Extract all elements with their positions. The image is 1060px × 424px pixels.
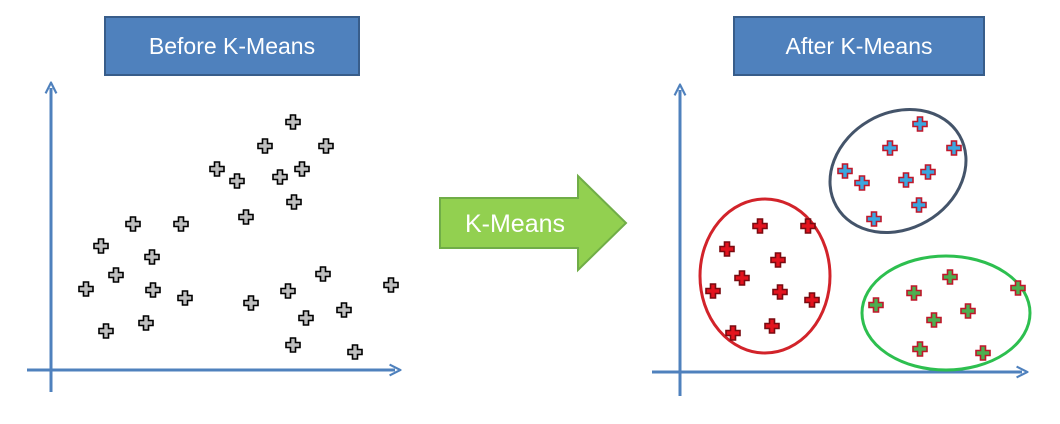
plus-marker-icon-red-9 (725, 325, 741, 341)
plus-marker-icon-blue-3 (946, 140, 962, 156)
plus-marker-icon-blue-1 (912, 116, 928, 132)
plus-marker-icon-gray-7 (294, 161, 310, 177)
cluster-red-ellipse (698, 197, 832, 355)
plus-marker-icon-gray-20 (243, 295, 259, 311)
plus-marker-icon-red-3 (719, 241, 735, 257)
plus-marker-icon-gray-2 (257, 138, 273, 154)
plus-marker-icon-gray-8 (286, 194, 302, 210)
plus-marker-icon-red-2 (800, 218, 816, 234)
plus-marker-icon-gray-13 (144, 249, 160, 265)
plus-marker-icon-red-4 (770, 252, 786, 268)
plus-marker-icon-gray-6 (272, 169, 288, 185)
cluster-blue-ellipse (828, 107, 968, 235)
plus-marker-icon-gray-24 (298, 310, 314, 326)
plus-marker-icon-green-8 (975, 345, 991, 361)
cluster-green-ellipse (860, 254, 1032, 372)
plus-marker-icon-gray-21 (280, 283, 296, 299)
plus-marker-icon-red-6 (705, 283, 721, 299)
plus-marker-icon-green-3 (868, 297, 884, 313)
plus-marker-icon-gray-11 (173, 216, 189, 232)
plus-marker-icon-gray-22 (315, 266, 331, 282)
plus-marker-icon-red-8 (804, 292, 820, 308)
before-plot-axes (27, 88, 395, 392)
cluster-green-points (868, 269, 1026, 361)
before-kmeans-title: Before K-Means (104, 16, 360, 76)
plus-marker-icon-blue-2 (882, 140, 898, 156)
plus-marker-icon-gray-26 (285, 337, 301, 353)
kmeans-arrow-label: K-Means (464, 209, 566, 238)
after-kmeans-title: After K-Means (733, 16, 985, 76)
plus-marker-icon-blue-5 (854, 175, 870, 191)
plus-marker-icon-gray-3 (318, 138, 334, 154)
plus-marker-icon-gray-18 (98, 323, 114, 339)
plus-marker-icon-red-7 (772, 284, 788, 300)
cluster-red-points (705, 218, 820, 341)
plus-marker-icon-gray-12 (93, 238, 109, 254)
plus-marker-icon-gray-17 (177, 290, 193, 306)
plus-marker-icon-gray-4 (209, 161, 225, 177)
plus-marker-icon-blue-9 (866, 211, 882, 227)
plus-marker-icon-gray-23 (383, 277, 399, 293)
plus-marker-icon-green-7 (912, 341, 928, 357)
plus-marker-icon-green-6 (1010, 280, 1026, 296)
plus-marker-icon-gray-15 (78, 281, 94, 297)
cluster-blue-points (837, 116, 962, 227)
plus-marker-icon-blue-7 (920, 164, 936, 180)
plus-marker-icon-green-2 (906, 285, 922, 301)
plus-marker-icon-green-4 (960, 303, 976, 319)
plus-marker-icon-red-10 (764, 318, 780, 334)
plus-marker-icon-blue-4 (837, 163, 853, 179)
plus-marker-icon-red-1 (752, 218, 768, 234)
plus-marker-icon-gray-27 (347, 344, 363, 360)
plus-marker-icon-gray-5 (229, 173, 245, 189)
plus-marker-icon-gray-10 (125, 216, 141, 232)
kmeans-arrow (439, 173, 628, 273)
plus-marker-icon-green-5 (926, 312, 942, 328)
plus-marker-icon-red-5 (734, 270, 750, 286)
plus-marker-icon-gray-9 (238, 209, 254, 225)
plus-marker-icon-gray-14 (108, 267, 124, 283)
plus-marker-icon-blue-8 (911, 197, 927, 213)
after-plot-axes (652, 90, 1022, 396)
plus-marker-icon-gray-19 (138, 315, 154, 331)
before-points (78, 114, 399, 360)
plus-marker-icon-green-1 (942, 269, 958, 285)
plus-marker-icon-gray-16 (145, 282, 161, 298)
plus-marker-icon-gray-1 (285, 114, 301, 130)
plus-marker-icon-blue-6 (898, 172, 914, 188)
plus-marker-icon-gray-25 (336, 302, 352, 318)
